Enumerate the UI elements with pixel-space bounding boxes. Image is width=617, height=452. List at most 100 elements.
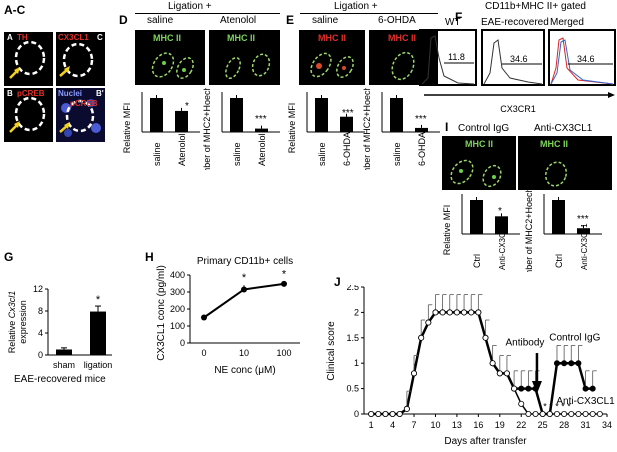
h-xlabel: NE conc (μM) (214, 365, 275, 376)
g-ytick-label: 4 (38, 328, 43, 338)
i-bar-count: The number of MHC2+Hoechst+ cells *** Ct… (524, 190, 602, 272)
j-antibody-arrowhead (531, 380, 542, 394)
i-mfi-bar-1 (470, 200, 483, 234)
d-image-atenolol (209, 30, 280, 85)
d-sig2: *** (255, 114, 267, 125)
j-point (446, 309, 453, 316)
j-point (561, 360, 568, 367)
i-sig1: * (498, 206, 502, 217)
g-sig: * (96, 294, 101, 306)
g-bar (90, 311, 106, 355)
j-point (575, 360, 582, 367)
j-point (382, 411, 389, 418)
j-xlabel: Days after transfer (444, 436, 527, 447)
f-col2: EAE-recovered (481, 17, 549, 28)
e-xt3: saline (392, 142, 402, 166)
j-point (403, 405, 410, 412)
g-ytick-label: 8 (38, 306, 43, 316)
e-count-bar-1 (390, 98, 403, 132)
i-image-anti (518, 136, 612, 190)
h-point (281, 280, 287, 287)
i-xt4: Anti-CX3CL1 (580, 223, 589, 270)
e-cond1: saline (312, 15, 339, 26)
i-xt3: Ctrl (554, 254, 564, 268)
j-point (582, 385, 589, 392)
d-ylabel2: The number of MHC2+Hoechst+ cells (202, 88, 212, 170)
f-col3: Merged (550, 17, 584, 28)
j-point (561, 411, 568, 418)
d-cond1: saline (147, 15, 174, 26)
j-point (482, 334, 489, 341)
j-point (496, 370, 503, 377)
d-header-line (135, 13, 280, 14)
j-xtick-label: 13 (452, 420, 462, 430)
j-xtick-label: 25 (538, 420, 548, 430)
j-point (432, 309, 439, 316)
e-sig2: *** (415, 114, 427, 125)
i-sig2: *** (577, 214, 589, 225)
j-xtick-label: 7 (412, 420, 417, 430)
i-count-bar-2 (577, 228, 590, 234)
j-xtick-label: 34 (602, 420, 612, 430)
e-image-saline (299, 30, 365, 85)
i-ylabel1: Relative MFI (442, 205, 452, 256)
stain-cx3cl1: CX3CL1 (58, 33, 89, 42)
e-image-6ohda (369, 30, 438, 85)
j-point (396, 411, 403, 418)
j-ytick-label: 1.5 (346, 333, 359, 343)
j-sig: * * * * * (543, 401, 571, 411)
j-point (582, 411, 589, 418)
g-bar (56, 349, 72, 355)
j-xtick-label: 10 (430, 420, 440, 430)
sub-c: C (97, 33, 103, 42)
j-point (503, 370, 510, 377)
j-point (589, 385, 596, 392)
j-point (453, 309, 460, 316)
image-nuclei (56, 88, 105, 142)
j-antibody-label: Antibody (505, 337, 544, 348)
f-val3: 34.6 (577, 54, 595, 64)
e-ylabel1: Relative MFI (287, 103, 297, 154)
h-sig: * (242, 272, 247, 284)
j-point (461, 309, 468, 316)
d-mfi-bar-2 (175, 110, 188, 132)
j-point (411, 370, 418, 377)
panel-label-d: D (119, 13, 128, 27)
j-point (568, 411, 575, 418)
h-xtick-label: 100 (276, 348, 291, 358)
j-point (368, 411, 375, 418)
stain-pcreb: pCREB (17, 89, 45, 98)
j-xtick-label: 1 (369, 420, 374, 430)
j-xtick-label: 19 (495, 420, 505, 430)
e-bar-count: The number of MHC2+Hoechst+ cells *** sa… (362, 88, 440, 170)
g-ylabel: Relative Cx3cl1expression (7, 291, 28, 354)
j-point (418, 334, 425, 341)
i-count-bar-1 (552, 200, 565, 234)
panel-label-f: F (455, 10, 463, 24)
i-mhc2: MHC II (540, 139, 568, 149)
j-xtick-label: 4 (390, 420, 395, 430)
j-point (518, 400, 525, 407)
g-ytick-label: 0 (38, 350, 43, 360)
j-ylabel: Clinical score (326, 321, 337, 381)
image-cx3cl1 (56, 32, 105, 86)
d-bar-count: The number of MHC2+Hoechst+ cells *** sa… (202, 88, 280, 170)
h-title: Primary CD11b+ cells (197, 256, 293, 267)
j-point (375, 411, 382, 418)
d-xt1: saline (152, 142, 162, 166)
j-point (553, 411, 560, 418)
j-legend-control: Control IgG (549, 332, 600, 343)
j-point (532, 411, 539, 418)
i-bar-mfi: Relative MFI * Ctrl Anti-CX3CL1 (442, 194, 520, 270)
d-image-saline (135, 30, 205, 85)
j-point (489, 360, 496, 367)
f-val2: 34.6 (510, 54, 528, 64)
h-point (201, 314, 207, 321)
e-mfi-bar-1 (315, 98, 328, 132)
e-ylabel2: The number of MHC2+Hoechst+ cells (362, 88, 372, 170)
e-count-bar-2 (415, 127, 428, 132)
panel-label-e: E (286, 13, 295, 27)
stain-overlay: pCREB (70, 99, 98, 108)
